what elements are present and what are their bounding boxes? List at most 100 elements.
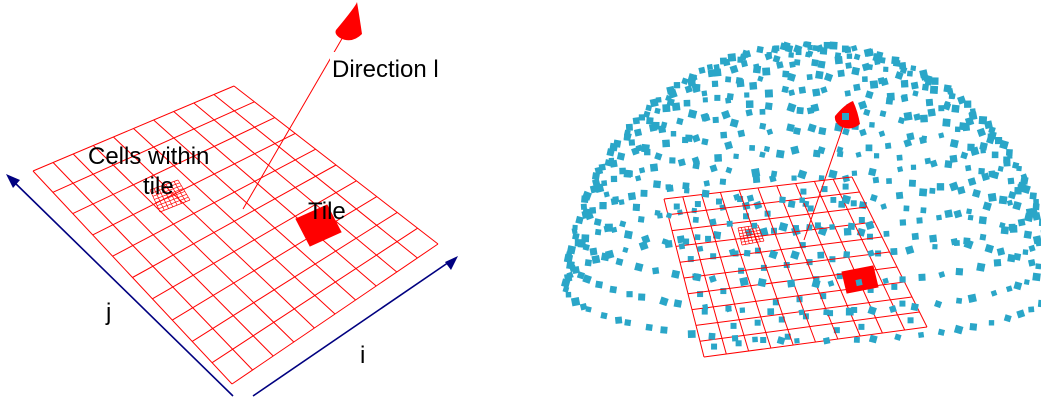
sample-point	[924, 157, 932, 165]
sample-point	[953, 324, 964, 335]
sample-point	[820, 86, 828, 94]
sample-point	[851, 66, 860, 76]
sample-point	[662, 104, 671, 113]
sample-point	[1014, 186, 1022, 195]
sample-point	[883, 230, 890, 237]
sample-point	[779, 196, 786, 204]
sample-point	[719, 57, 727, 65]
sample-point	[598, 163, 606, 171]
sample-point	[673, 299, 683, 308]
sample-point	[997, 165, 1004, 172]
sample-point	[878, 130, 886, 138]
sample-point	[874, 58, 881, 66]
sample-point	[796, 106, 804, 115]
sample-point	[1023, 279, 1030, 285]
sample-point	[694, 234, 701, 241]
sample-point	[673, 203, 680, 210]
cell-line	[155, 191, 185, 203]
sample-point	[728, 248, 737, 256]
sample-point	[960, 151, 969, 160]
sample-point	[944, 100, 951, 108]
sample-point	[918, 136, 927, 145]
sample-point	[652, 267, 660, 275]
sample-point	[626, 291, 633, 298]
grid-line	[683, 251, 890, 279]
sample-point	[776, 61, 784, 69]
sample-point	[788, 52, 794, 58]
sample-point	[895, 191, 904, 200]
sample-point	[841, 45, 849, 53]
axis-i-arrowhead	[445, 256, 458, 270]
sample-point	[844, 90, 851, 97]
sample-point	[986, 135, 995, 145]
sample-point	[744, 92, 750, 98]
sample-point	[955, 297, 963, 304]
sample-point	[966, 208, 973, 215]
sample-point	[946, 88, 954, 95]
sample-point	[683, 187, 690, 194]
direction-line-right	[803, 117, 847, 241]
sample-point	[729, 64, 739, 74]
sample-point	[692, 161, 700, 170]
sample-point	[743, 213, 750, 220]
sample-point	[982, 201, 992, 211]
sample-point	[894, 333, 902, 341]
sample-point	[753, 200, 763, 210]
sample-point	[906, 70, 913, 77]
sample-point	[787, 72, 797, 82]
sample-point	[685, 134, 693, 142]
sample-point	[579, 303, 588, 311]
sample-point	[673, 81, 681, 89]
sample-point	[829, 224, 835, 230]
tile-grid-right	[663, 176, 928, 358]
sample-point	[682, 182, 690, 190]
sample-point	[709, 164, 718, 173]
sample-point	[798, 86, 807, 94]
sample-point	[746, 194, 755, 202]
sample-point	[703, 180, 711, 187]
sample-point	[949, 138, 959, 149]
sample-point	[900, 79, 909, 88]
sample-point	[775, 149, 785, 159]
sample-point	[572, 232, 580, 241]
sample-point	[859, 128, 867, 137]
sample-point	[931, 77, 939, 85]
sample-point	[589, 247, 598, 256]
sample-point	[618, 199, 625, 206]
sample-point	[563, 253, 574, 264]
sample-point	[865, 48, 874, 57]
sample-point	[751, 168, 761, 178]
sample-point	[714, 94, 721, 101]
sample-point	[643, 110, 651, 119]
sample-point	[843, 227, 852, 236]
sample-point	[725, 306, 732, 313]
sample-point	[896, 154, 903, 161]
sample-point	[799, 197, 806, 204]
sample-point	[890, 247, 898, 256]
sample-point	[850, 200, 857, 207]
sample-point	[851, 170, 858, 177]
sample-point	[566, 260, 575, 270]
sample-point	[917, 331, 925, 339]
sample-point	[865, 90, 874, 99]
sample-point	[720, 131, 728, 139]
sample-point	[899, 66, 908, 74]
sample-point	[938, 105, 945, 112]
sample-point	[701, 90, 708, 97]
sample-point	[880, 77, 889, 87]
sample-point	[742, 50, 752, 59]
sample-point	[646, 117, 654, 125]
sample-point	[918, 188, 928, 197]
sample-point	[1003, 159, 1011, 167]
sample-point	[867, 286, 874, 293]
grid-line	[172, 196, 378, 321]
sample-point	[938, 271, 946, 279]
sample-point	[929, 187, 936, 194]
sample-point	[601, 180, 608, 187]
sample-point	[1008, 223, 1016, 231]
sample-point	[807, 205, 814, 212]
axis-i-label: i	[360, 342, 365, 369]
grid-line	[173, 111, 377, 287]
sample-point	[1037, 299, 1041, 308]
sample-point	[634, 175, 642, 182]
